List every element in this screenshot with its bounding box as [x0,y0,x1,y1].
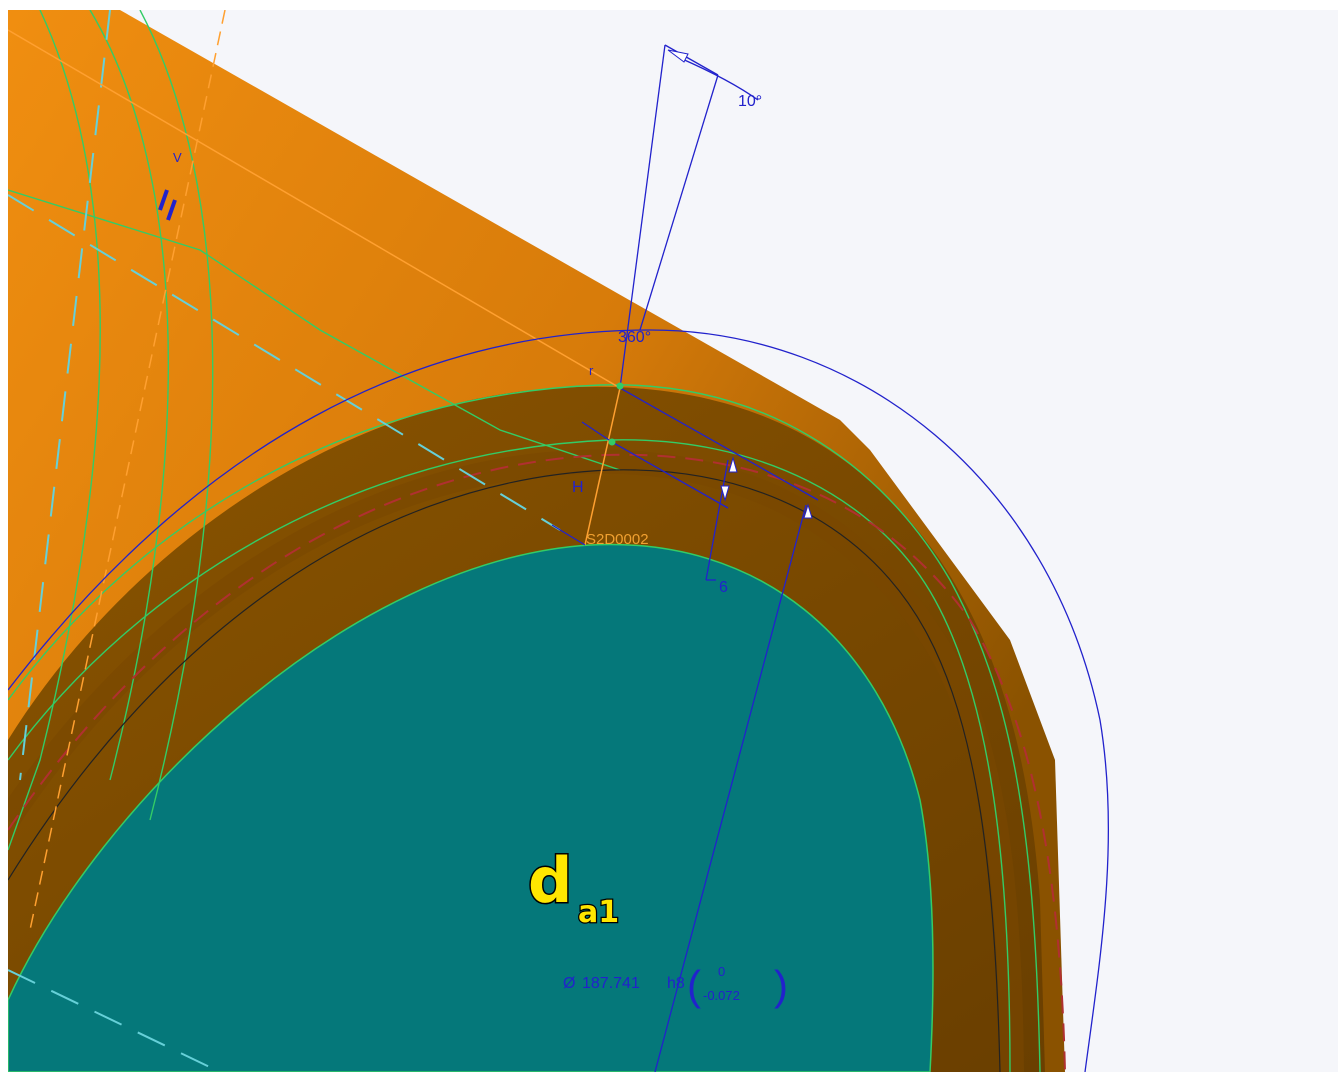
tolerance-close-paren: ) [774,962,788,1009]
construction-arcs [8,10,1041,1072]
dashed-axis-lines [8,10,561,1072]
offset-label: 6 [719,579,728,596]
diameter-callout: d a1 [527,843,621,932]
full-angle-label: 360° [618,329,651,346]
dashed-contour-red [8,453,1066,1072]
reference-label[interactable]: S2D0002 [586,531,649,548]
angle-label: 10° [738,93,762,110]
callout-symbol: d [528,844,572,917]
axis-label-h: H [572,479,584,496]
profile-line [8,469,1001,1072]
diameter-symbol: Ø [563,975,575,992]
tolerance-open-paren: ( [687,962,701,1009]
diameter-fit: h8 [667,975,685,992]
axis-lines-orange [8,10,621,931]
chamfer-band [8,449,1024,1072]
diameter-value: 187.741 [582,975,640,992]
construction-nodes [608,382,624,446]
bore-face[interactable] [8,543,934,1072]
tolerance-upper: 0 [718,964,725,979]
dimension-arrows [667,49,813,519]
tolerance-lower: -0.072 [703,988,740,1003]
callout-subscript: a1 [578,895,619,930]
dimension-geometry [8,44,1110,1072]
diameter-dimension[interactable]: Ø 187.741 h8 ( 0 -0.072 ) [563,962,788,1009]
axis-label-r: r [589,363,594,378]
axis-label-v: V [173,150,182,165]
